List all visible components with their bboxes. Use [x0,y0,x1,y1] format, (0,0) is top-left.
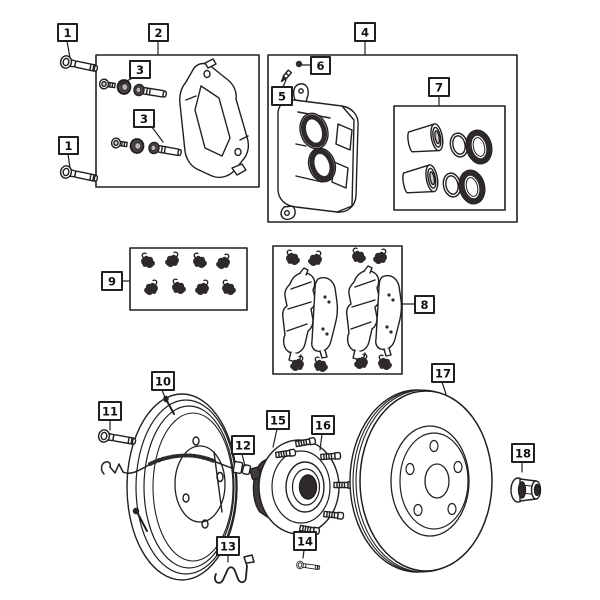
callout-7-label: 7 [435,81,443,95]
hub-bearing-illustration [249,436,355,536]
callout-9-label: 9 [108,275,116,289]
callout-12: 12 [231,435,255,455]
callout-5: 5 [271,86,293,106]
guide-pin-kit-upper-illustration [98,77,168,101]
callout-4-label: 4 [361,26,369,40]
callout-2: 2 [148,23,169,42]
pad-kit-box [272,245,403,375]
callout-18: 18 [511,443,535,463]
piston-seal-kit-box [393,105,506,211]
brake-caliper-illustration [277,83,359,221]
bleeder-screw-illustration [280,69,293,83]
clip-kit-box [129,247,248,311]
callout-16: 16 [311,415,335,435]
callout-3-upper: 3 [129,60,151,79]
callout-3-lower: 3 [133,109,155,128]
hub-nut-illustration [510,477,542,503]
adapter-bolt-upper-illustration [58,54,100,76]
callout-11: 11 [98,401,122,421]
callout-15: 15 [266,410,290,430]
callout-5-label: 5 [278,90,286,104]
adapter-bolt-lower-illustration [58,164,100,186]
leader-lines [66,40,523,563]
callout-14: 14 [293,531,317,551]
brake-rotor-illustration [349,389,493,573]
bleeder-cap-illustration [295,60,303,68]
callout-11-label: 11 [102,405,118,419]
callout-17: 17 [431,363,455,383]
shield-bolt-illustration [96,428,138,449]
callout-10: 10 [151,371,175,391]
callout-2-label: 2 [154,26,162,40]
callout-3-lower-label: 3 [140,112,148,126]
callout-13-label: 13 [220,540,236,554]
callout-10-label: 10 [155,375,171,389]
callout-1-upper: 1 [57,23,78,42]
callout-1-lower: 1 [58,136,79,155]
callout-14-label: 14 [297,535,313,549]
callout-16-label: 16 [315,419,331,433]
callout-18-label: 18 [515,447,531,461]
caliper-kit-box [267,54,518,223]
pad-clip-kit-illustration [140,251,237,296]
callout-4: 4 [354,22,376,42]
callout-8: 8 [414,295,435,314]
guide-pin-kit-lower-illustration [110,136,183,160]
brake-pad-kit-illustration [282,247,403,373]
callout-6: 6 [310,56,331,75]
callout-3-upper-label: 3 [136,63,144,77]
callout-1-lower-label: 1 [64,139,72,153]
caliper-adapter-bracket-illustration [179,58,250,179]
wheel-speed-sensor-illustration [100,453,261,481]
callout-9: 9 [101,271,123,291]
piston-seal-kit-illustration [400,122,495,207]
splash-shield-illustration [126,393,238,581]
callout-17-label: 17 [435,367,451,381]
callout-12-label: 12 [235,439,251,453]
callout-1-upper-label: 1 [63,26,71,40]
sensor-screw-illustration [295,560,321,573]
sensor-clip-illustration [214,554,255,584]
callout-8-label: 8 [420,298,428,312]
callout-7: 7 [428,77,450,97]
callout-6-label: 6 [316,59,324,73]
callouts: 1 2 3 3 1 4 5 [57,22,535,556]
callout-13: 13 [216,536,240,556]
callout-15-label: 15 [270,414,286,428]
adapter-kit-box [95,54,260,188]
